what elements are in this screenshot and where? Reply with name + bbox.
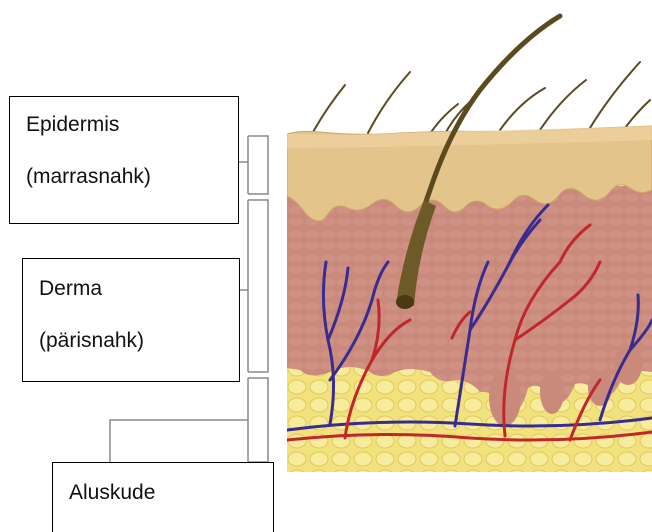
surface-hairs — [312, 62, 650, 134]
derma-bracket — [240, 200, 268, 372]
aluskude-connector — [110, 420, 248, 462]
aluskude-label: Aluskude — [69, 481, 155, 505]
epidermis-label: Epidermis — [26, 113, 119, 137]
derma-sublabel: (pärisnahk) — [39, 329, 144, 353]
epidermis-label-box: Epidermis (marrasnahk) — [9, 96, 239, 224]
derma-label: Derma — [39, 277, 102, 301]
derma-label-box: Derma (pärisnahk) — [22, 258, 240, 382]
epidermis-bracket — [239, 136, 268, 194]
aluskude-bracket — [248, 378, 268, 462]
aluskude-label-box: Aluskude — [52, 462, 274, 532]
epidermis-sublabel: (marrasnahk) — [26, 165, 151, 189]
